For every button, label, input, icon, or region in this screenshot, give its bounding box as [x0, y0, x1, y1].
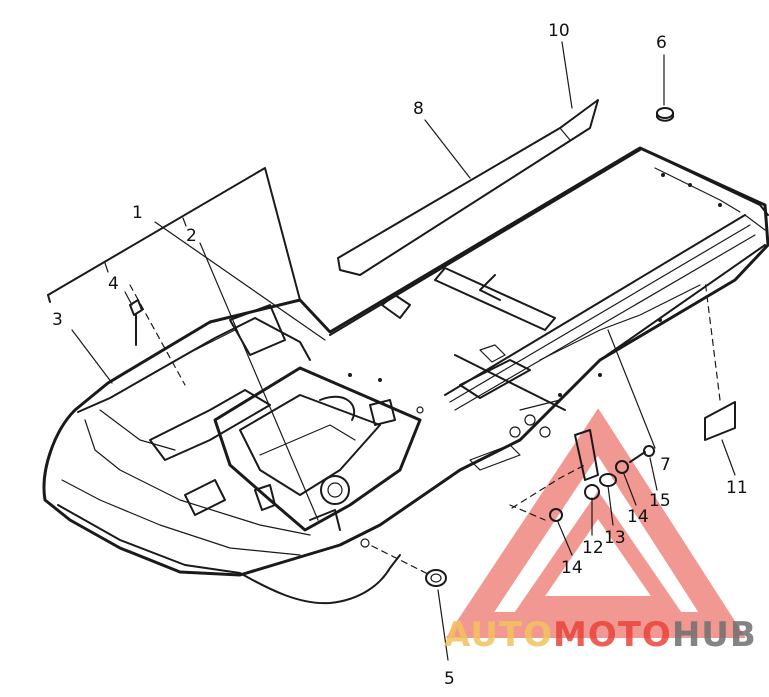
leader-4	[124, 291, 133, 306]
callout-11: 11	[726, 478, 748, 498]
leader-10	[561, 41, 573, 109]
callout-6: 6	[656, 33, 667, 53]
callout-1: 1	[132, 203, 143, 223]
frame-body	[42, 146, 769, 605]
callout-14a: 14	[561, 558, 583, 578]
part-5-grommet	[425, 569, 447, 587]
callout-7: 7	[660, 455, 671, 475]
callout-3: 3	[52, 310, 63, 330]
watermark-logo	[445, 408, 746, 638]
callout-labels: 1 2 3 4 5 6 7 8 10 11 12 13 14 14 15	[52, 21, 748, 689]
callout-2: 2	[186, 226, 197, 246]
leader-3	[71, 329, 113, 384]
leader-14b	[623, 473, 637, 506]
watermark-moto: MOTO	[553, 615, 672, 655]
svg-text:AUTOMOTOHUB: AUTOMOTOHUB	[444, 615, 757, 655]
callout-13: 13	[604, 528, 626, 548]
part-4-bolt	[129, 299, 143, 346]
callout-bracket-1-3	[47, 167, 301, 303]
callout-15: 15	[649, 491, 671, 511]
callout-8: 8	[413, 99, 424, 119]
leader-lines	[71, 41, 736, 661]
leader-1	[154, 221, 326, 341]
leader-14a	[557, 521, 573, 556]
part-11-plate	[704, 401, 736, 441]
watermark-hub: HUB	[672, 615, 757, 655]
leader-8	[424, 119, 471, 179]
callout-12: 12	[582, 538, 604, 558]
watermark-wordmark: AUTOMOTOHUB	[444, 615, 757, 655]
callout-14b: 14	[627, 507, 649, 527]
leader-15	[649, 457, 658, 491]
leader-5	[437, 589, 449, 661]
leader-4-dash	[129, 284, 186, 386]
callout-4: 4	[108, 274, 119, 294]
leader-5-dash	[371, 545, 429, 575]
callout-10: 10	[548, 21, 570, 41]
leader-7	[607, 329, 656, 449]
leader-11-dash	[704, 279, 721, 401]
leader-13	[607, 485, 614, 526]
leader-11	[721, 439, 736, 476]
callout-5: 5	[444, 669, 455, 689]
leader-2	[199, 242, 319, 521]
part-8-tunnel-strip	[337, 99, 599, 276]
watermark-auto: AUTO	[444, 615, 553, 655]
part-6-cap	[656, 107, 674, 122]
